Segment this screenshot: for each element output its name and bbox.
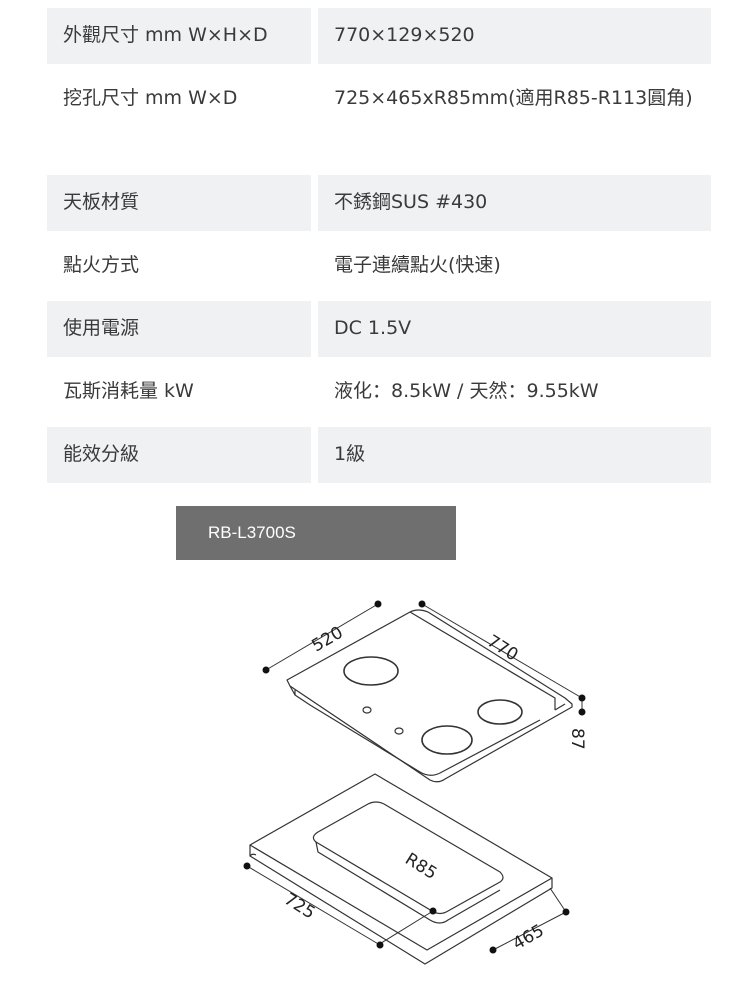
burner-front	[421, 725, 473, 755]
model-banner: RB-L3700S	[176, 506, 456, 560]
spec-value: 電子連續點火(快速)	[318, 238, 711, 294]
cutout-depth-dimension-label: 465	[510, 921, 548, 955]
spec-value: 不銹鋼SUS #430	[318, 175, 711, 231]
spec-row-outer-size: 外觀尺寸 mm W×H×D 770×129×520	[47, 8, 711, 64]
knob-right	[394, 727, 404, 735]
spec-row-gas-consumption: 瓦斯消耗量 kW 液化：8.5kW / 天然：9.55kW	[47, 364, 711, 420]
spec-value: 1級	[318, 427, 711, 483]
radius-dimension-label: R85	[401, 849, 440, 884]
cooktop-rim	[409, 611, 556, 710]
spec-label: 外觀尺寸 mm W×H×D	[47, 8, 311, 64]
burner-right	[477, 699, 523, 725]
width-dimension-label: 770	[483, 631, 521, 665]
spec-value: 770×129×520	[318, 8, 711, 64]
spec-row-material: 天板材質 不銹鋼SUS #430	[47, 175, 711, 231]
spec-value: 725×465xR85mm(適用R85-R113圓角)	[318, 71, 711, 168]
spec-label: 點火方式	[47, 238, 311, 294]
dimension-diagram: 520 770 87 R85 725 465	[243, 600, 587, 965]
spec-label: 挖孔尺寸 mm W×D	[47, 71, 311, 168]
spec-table: 外觀尺寸 mm W×H×D 770×129×520 挖孔尺寸 mm W×D 72…	[47, 8, 711, 490]
spec-label: 天板材質	[47, 175, 311, 231]
spec-value: DC 1.5V	[318, 301, 711, 357]
spec-row-cutout-size: 挖孔尺寸 mm W×D 725×465xR85mm(適用R85-R113圓角)	[47, 71, 711, 168]
spec-label: 能效分級	[47, 427, 311, 483]
cooktop-body	[289, 685, 541, 776]
knob-left	[362, 706, 372, 714]
spec-row-power: 使用電源 DC 1.5V	[47, 301, 711, 357]
height-dimension-label: 87	[567, 728, 587, 750]
cooktop-outline	[286, 609, 573, 783]
countertop-outline	[249, 773, 553, 951]
depth-dimension-label: 520	[309, 623, 347, 657]
burner-left	[343, 656, 399, 686]
countertop-cutout	[312, 801, 504, 915]
spec-label: 使用電源	[47, 301, 311, 357]
spec-value: 液化：8.5kW / 天然：9.55kW	[318, 364, 711, 420]
spec-label: 瓦斯消耗量 kW	[47, 364, 311, 420]
spec-row-efficiency: 能效分級 1級	[47, 427, 711, 483]
spec-row-ignition: 點火方式 電子連續點火(快速)	[47, 238, 711, 294]
